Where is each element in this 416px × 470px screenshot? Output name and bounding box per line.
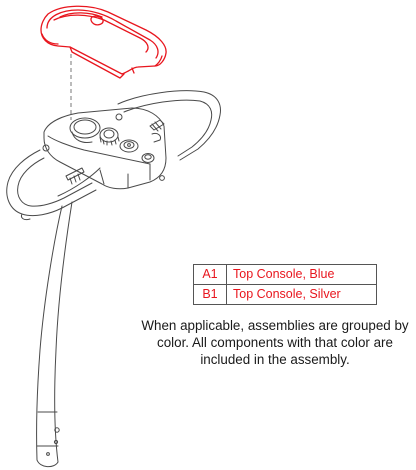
part-description: Top Console, Silver xyxy=(226,284,377,305)
parts-table: A1 Top Console, Blue B1 Top Console, Sil… xyxy=(193,264,377,305)
part-code: A1 xyxy=(193,264,227,285)
tiller-assembly xyxy=(6,90,221,468)
table-row: B1 Top Console, Silver xyxy=(193,284,377,305)
part-description: Top Console, Blue xyxy=(226,264,377,285)
table-row: A1 Top Console, Blue xyxy=(193,264,377,285)
assembly-note: When applicable, assemblies are grouped … xyxy=(141,318,409,367)
part-code: B1 xyxy=(193,284,227,305)
top-console-part xyxy=(40,5,167,79)
